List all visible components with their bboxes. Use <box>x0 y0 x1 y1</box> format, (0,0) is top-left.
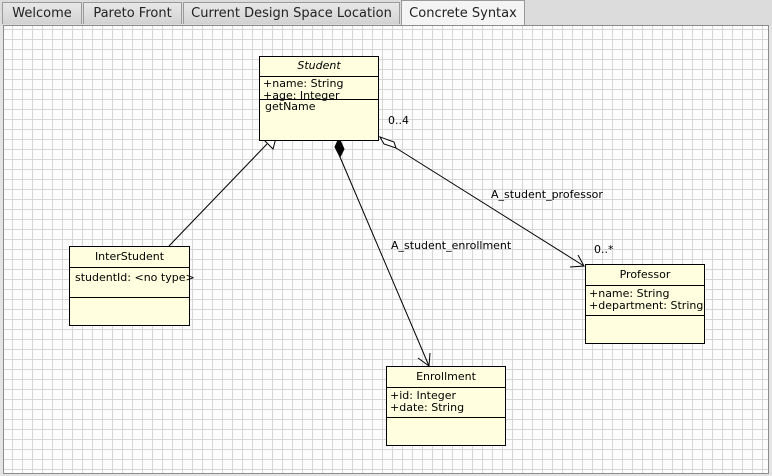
student-attr-name: +name: String <box>263 77 344 90</box>
aggregation-diamond <box>378 136 397 149</box>
professor-attr-name: +name: String <box>589 287 670 300</box>
student-professor-source-multiplicity: 0..4 <box>388 114 409 127</box>
composition-line <box>339 156 430 367</box>
class-interstudent-operations <box>70 298 189 300</box>
class-professor[interactable]: Professor +name: String +department: Str… <box>585 264 705 344</box>
tab-bar: Welcome Pareto Front Current Design Spac… <box>0 0 772 26</box>
tab-concrete-syntax[interactable]: Concrete Syntax <box>401 0 525 26</box>
enrollment-attr-id: +id: Integer <box>390 389 457 402</box>
class-enrollment-name: Enrollment <box>387 367 505 388</box>
class-interstudent[interactable]: InterStudent studentId: <no type> <box>69 246 195 326</box>
class-professor-operations <box>586 316 704 318</box>
class-interstudent-name: InterStudent <box>70 247 189 268</box>
student-professor-target-multiplicity: 0..* <box>594 243 614 256</box>
class-student-operations: getName <box>260 100 378 114</box>
aggregation-line <box>395 147 585 267</box>
tab-pareto-front[interactable]: Pareto Front <box>83 2 182 24</box>
class-enrollment[interactable]: Enrollment +id: Integer +date: String <box>386 366 506 446</box>
student-op-getname: getName <box>265 100 316 113</box>
class-enrollment-operations <box>387 418 505 420</box>
tab-current-design-space-location[interactable]: Current Design Space Location <box>183 2 400 24</box>
student-attr-age: +age: Integer <box>263 89 340 102</box>
tab-welcome[interactable]: Welcome <box>2 2 82 24</box>
class-interstudent-attributes: studentId: <no type> <box>70 268 195 298</box>
class-enrollment-attributes: +id: Integer +date: String <box>387 388 505 418</box>
class-professor-attributes: +name: String +department: String <box>586 286 704 316</box>
class-student-name: Student <box>260 57 378 77</box>
interstudent-attr-studentid: studentId: <no type> <box>75 271 195 284</box>
class-student[interactable]: Student +name: String +age: Integer getN… <box>259 56 379 141</box>
class-professor-name: Professor <box>586 265 704 286</box>
class-student-attributes: +name: String +age: Integer <box>260 77 378 102</box>
professor-arrowhead <box>569 254 585 268</box>
association-label-student-enrollment[interactable]: A_student_enrollment <box>391 239 512 252</box>
enrollment-attr-date: +date: String <box>390 401 465 414</box>
generalization-line <box>168 143 268 247</box>
association-lines <box>168 133 585 367</box>
diagram-canvas[interactable]: Student +name: String +age: Integer getN… <box>3 25 769 474</box>
association-label-student-professor[interactable]: A_student_professor <box>491 188 603 201</box>
professor-attr-department: +department: String <box>589 299 704 312</box>
